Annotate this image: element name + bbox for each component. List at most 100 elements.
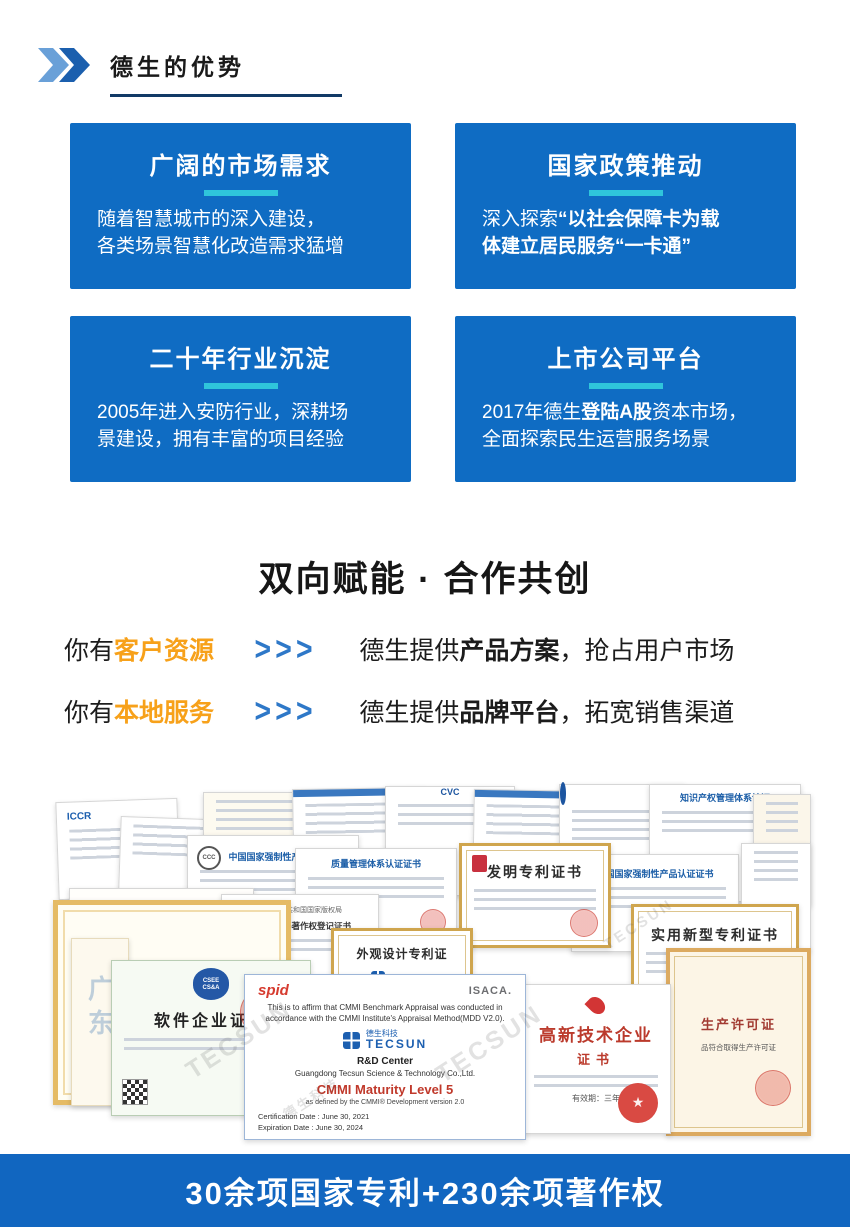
card-body-line: 2017年德生登陆A股资本市场， bbox=[482, 400, 769, 427]
card-body-bold: 登陆A股 bbox=[581, 402, 653, 423]
card-policy: 国家政策推动 深入探索“以社会保障卡为载 体建立居民服务“一卡通” bbox=[455, 123, 796, 289]
card-body-line: 景建设，拥有丰富的项目经验 bbox=[97, 428, 345, 450]
empower-row-local-service: 你有本地服务 >>> 德生提供品牌平台，拓宽销售渠道 bbox=[64, 691, 734, 730]
certificate-subtitle: 证书 bbox=[576, 1052, 615, 1067]
empower-highlight: 客户资源 bbox=[114, 637, 215, 665]
cmmi-statement: This is to affirm that CMMI Benchmark Ap… bbox=[265, 1003, 505, 1023]
card-body-line: 体建立居民服务“一卡通” bbox=[482, 235, 692, 257]
card-body-text: 2017年德生 bbox=[482, 402, 582, 423]
csee-badge-icon: CSEE CS&A bbox=[193, 968, 229, 1000]
card-industry-experience: 二十年行业沉淀 2005年进入安防行业，深耕场 景建设，拥有丰富的项目经验 bbox=[70, 316, 411, 482]
certificate-title: 生产许可证 bbox=[700, 1017, 776, 1032]
empower-right: 德生提供产品方案，抢占用户市场 bbox=[359, 631, 734, 667]
certificate-title: 高新技术企业 bbox=[539, 1026, 653, 1045]
card-title: 国家政策推动 bbox=[547, 153, 704, 180]
card-body: 2017年德生登陆A股资本市场， 全面探索民生运营服务场景 bbox=[455, 400, 796, 454]
isaca-logo: ISACA. bbox=[468, 984, 512, 997]
double-chevron-icon bbox=[38, 48, 90, 82]
empower-rest: ，拓宽销售渠道 bbox=[559, 699, 735, 727]
certificate-invention-patent: 发明专利证书 bbox=[459, 843, 611, 948]
side-vertical-text: 广东 bbox=[84, 975, 115, 1043]
empower-bold: 产品方案 bbox=[459, 637, 560, 665]
empower-pre: 你有 bbox=[64, 699, 115, 727]
empower-lead: 德生提供 bbox=[359, 699, 460, 727]
text-lines-decor bbox=[766, 802, 798, 832]
certificate-line: 品符合取得生产许可证 bbox=[701, 1043, 776, 1052]
brand-cn: 德生科技 bbox=[365, 1028, 398, 1038]
certificate-title: 外观设计专利证 bbox=[356, 947, 448, 961]
card-body: 深入探索“以社会保障卡为载 体建立居民服务“一卡通” bbox=[455, 207, 796, 261]
card-body-line: 全面探索民生运营服务场景 bbox=[482, 428, 711, 450]
issuing-authority: 中华人民共和国国家版权局 bbox=[258, 907, 342, 914]
empower-pre: 你有 bbox=[64, 637, 115, 665]
star-icon bbox=[632, 1094, 645, 1112]
card-listed-company: 上市公司平台 2017年德生登陆A股资本市场， 全面探索民生运营服务场景 bbox=[455, 316, 796, 482]
empower-left: 你有本地服务 bbox=[64, 693, 256, 729]
triple-arrow-icon: >>> bbox=[254, 691, 317, 730]
empower-title: 双向赋能 · 合作共创 bbox=[258, 560, 592, 599]
empower-highlight: 本地服务 bbox=[114, 699, 215, 727]
cmmi-dept: R&D Center bbox=[356, 1055, 414, 1067]
card-body-text: 深入探索 bbox=[482, 209, 559, 230]
card-body-text: 资本市场， bbox=[652, 402, 748, 423]
empower-right: 德生提供品牌平台，拓宽销售渠道 bbox=[359, 693, 734, 729]
card-accent-bar bbox=[588, 190, 663, 196]
card-body-bold: “以社会保障卡为载 bbox=[558, 209, 720, 230]
card-title: 上市公司平台 bbox=[547, 346, 704, 373]
certificate-badges: CSEE CS&A bbox=[112, 968, 310, 1000]
text-lines-decor bbox=[308, 877, 444, 898]
certificate-title: 中国国家强制性产品认证证书 bbox=[596, 869, 714, 879]
red-seal-icon bbox=[570, 909, 598, 937]
expiration-date: Expiration Date : June 30, 2024 bbox=[258, 1123, 364, 1132]
certificate-title: 计算机软件著作权登记证书 bbox=[248, 921, 351, 931]
empower-left: 你有客户资源 bbox=[64, 631, 256, 667]
national-emblem-icon bbox=[472, 855, 487, 872]
card-body-line: 随着智慧城市的深入建设， bbox=[97, 209, 326, 230]
certificate-title: 实用新型专利证书 bbox=[651, 927, 779, 943]
torch-icon bbox=[583, 993, 609, 1018]
certificate-title: 质量管理体系认证证书 bbox=[330, 859, 421, 869]
qr-code-icon bbox=[122, 1079, 148, 1105]
certificate-hitech-enterprise: 高新技术企业 证书 有效期：三年 bbox=[521, 984, 671, 1134]
certificates-collage: ICCR CVC bbox=[39, 782, 811, 1148]
advantage-cards: 广阔的市场需求 随着智慧城市的深入建设， 各类场景智慧化改造需求猛增 国家政策推… bbox=[70, 123, 796, 482]
section-header: 德生的优势 bbox=[36, 44, 342, 97]
card-title: 广阔的市场需求 bbox=[149, 153, 332, 180]
csa-badge-text: CS&A bbox=[202, 984, 220, 991]
cvc-logo: CVC bbox=[440, 787, 460, 797]
csee-badge-text: CSEE bbox=[202, 977, 220, 984]
empower-bold: 品牌平台 bbox=[459, 699, 560, 727]
brand-en: TECSUN bbox=[365, 1037, 428, 1052]
triple-arrow-icon: >>> bbox=[254, 629, 317, 668]
card-body: 随着智慧城市的深入建设， 各类场景智慧化改造需求猛增 bbox=[70, 207, 411, 261]
card-market-demand: 广阔的市场需求 随着智慧城市的深入建设， 各类场景智慧化改造需求猛增 bbox=[70, 123, 411, 289]
certificate-title: 知识产权管理体系认证 bbox=[679, 793, 770, 803]
spid-logo: spid bbox=[258, 982, 289, 999]
empower-rest: ，抢占用户市场 bbox=[559, 637, 735, 665]
text-lines-decor bbox=[584, 887, 726, 908]
card-accent-bar bbox=[203, 190, 278, 196]
cmmi-dates: Certification Date : June 30, 2021 Expir… bbox=[258, 1112, 369, 1132]
tecsun-brand-text: 德生科技 TECSUN bbox=[365, 1028, 428, 1052]
patent-banner: 30余项国家专利+230余项著作权 bbox=[0, 1154, 850, 1227]
card-body-line: 各类场景智慧化改造需求猛增 bbox=[97, 235, 345, 257]
card-title: 二十年行业沉淀 bbox=[149, 346, 332, 373]
card-body: 2005年进入安防行业，深耕场 景建设，拥有丰富的项目经验 bbox=[70, 400, 411, 454]
card-accent-bar bbox=[203, 383, 278, 389]
card-accent-bar bbox=[588, 383, 663, 389]
cmmi-level: CMMI Maturity Level 5 bbox=[316, 1081, 454, 1097]
certificate-cmmi: spid ISACA. This is to affirm that CMMI … bbox=[244, 974, 526, 1140]
text-lines-decor bbox=[754, 851, 798, 881]
text-lines-decor bbox=[534, 1075, 658, 1087]
empower-row-customers: 你有客户资源 >>> 德生提供产品方案，抢占用户市场 bbox=[64, 629, 734, 668]
card-body-line: 深入探索“以社会保障卡为载 bbox=[482, 207, 769, 234]
certificate-production-license: 生产许可证 品符合取得生产许可证 bbox=[666, 948, 811, 1136]
red-seal-icon bbox=[618, 1083, 658, 1123]
validity-text: 有效期：三年 bbox=[572, 1094, 620, 1103]
certificate-title: 发明专利证书 bbox=[487, 864, 583, 880]
certification-date: Certification Date : June 30, 2021 bbox=[258, 1112, 370, 1121]
text-lines-decor bbox=[474, 889, 596, 910]
card-body-line: 2005年进入安防行业，深耕场 bbox=[97, 402, 349, 423]
cmmi-header: spid ISACA. bbox=[258, 982, 512, 999]
